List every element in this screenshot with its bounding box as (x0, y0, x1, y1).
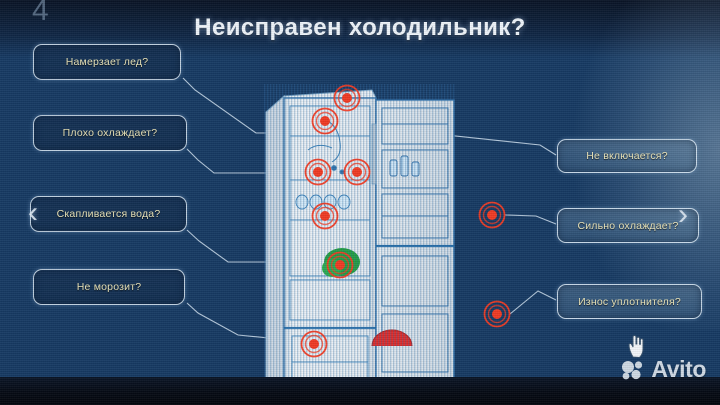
label-text: Не включается? (586, 150, 668, 162)
hotspot-marker[interactable] (343, 158, 371, 186)
page-title: Неисправен холодильник? (194, 14, 526, 41)
hotspot-marker[interactable] (333, 84, 361, 112)
refrigerator-illustration (264, 84, 511, 396)
label-no-freeze[interactable]: Не морозит? (33, 269, 185, 305)
chevron-left-icon[interactable]: ‹ (28, 196, 38, 229)
hotspot-marker[interactable] (304, 158, 332, 186)
refrigerator-drawing (264, 84, 456, 396)
label-text: Не морозит? (76, 281, 142, 293)
hotspot-marker[interactable] (311, 107, 339, 135)
hotspot-marker[interactable] (326, 251, 354, 279)
avito-dots-logo (622, 360, 643, 379)
avito-brand-text: Avito (651, 356, 706, 382)
avito-watermark: Avito (621, 356, 706, 383)
hotspot-marker[interactable] (483, 300, 511, 328)
right-glare (510, 0, 720, 330)
label-text: Скапливается вода? (56, 208, 161, 220)
label-ice-buildup[interactable]: Намерзает лед? (33, 44, 181, 80)
label-text: Намерзает лед? (65, 56, 149, 68)
label-text: Сильно охлаждает? (577, 219, 679, 232)
label-over-cooling[interactable]: Сильно охлаждает? (557, 208, 699, 243)
label-no-power[interactable]: Не включается? (557, 139, 697, 173)
label-water-pools[interactable]: Скапливается вода? (30, 196, 187, 232)
label-text: Износ уплотнителя? (578, 295, 681, 308)
hotspot-marker[interactable] (311, 202, 339, 230)
slide-number: 4 (32, 0, 50, 27)
label-poor-cooling[interactable]: Плохо охлаждает? (33, 115, 187, 151)
chevron-right-icon[interactable]: › (678, 198, 688, 231)
hotspot-marker[interactable] (478, 201, 506, 229)
hotspot-marker[interactable] (300, 330, 328, 358)
label-seal-wear[interactable]: Износ уплотнителя? (557, 284, 702, 319)
bottom-letterbox (0, 377, 720, 405)
hand-pointer-cursor (628, 335, 644, 359)
label-text: Плохо охлаждает? (62, 127, 158, 139)
